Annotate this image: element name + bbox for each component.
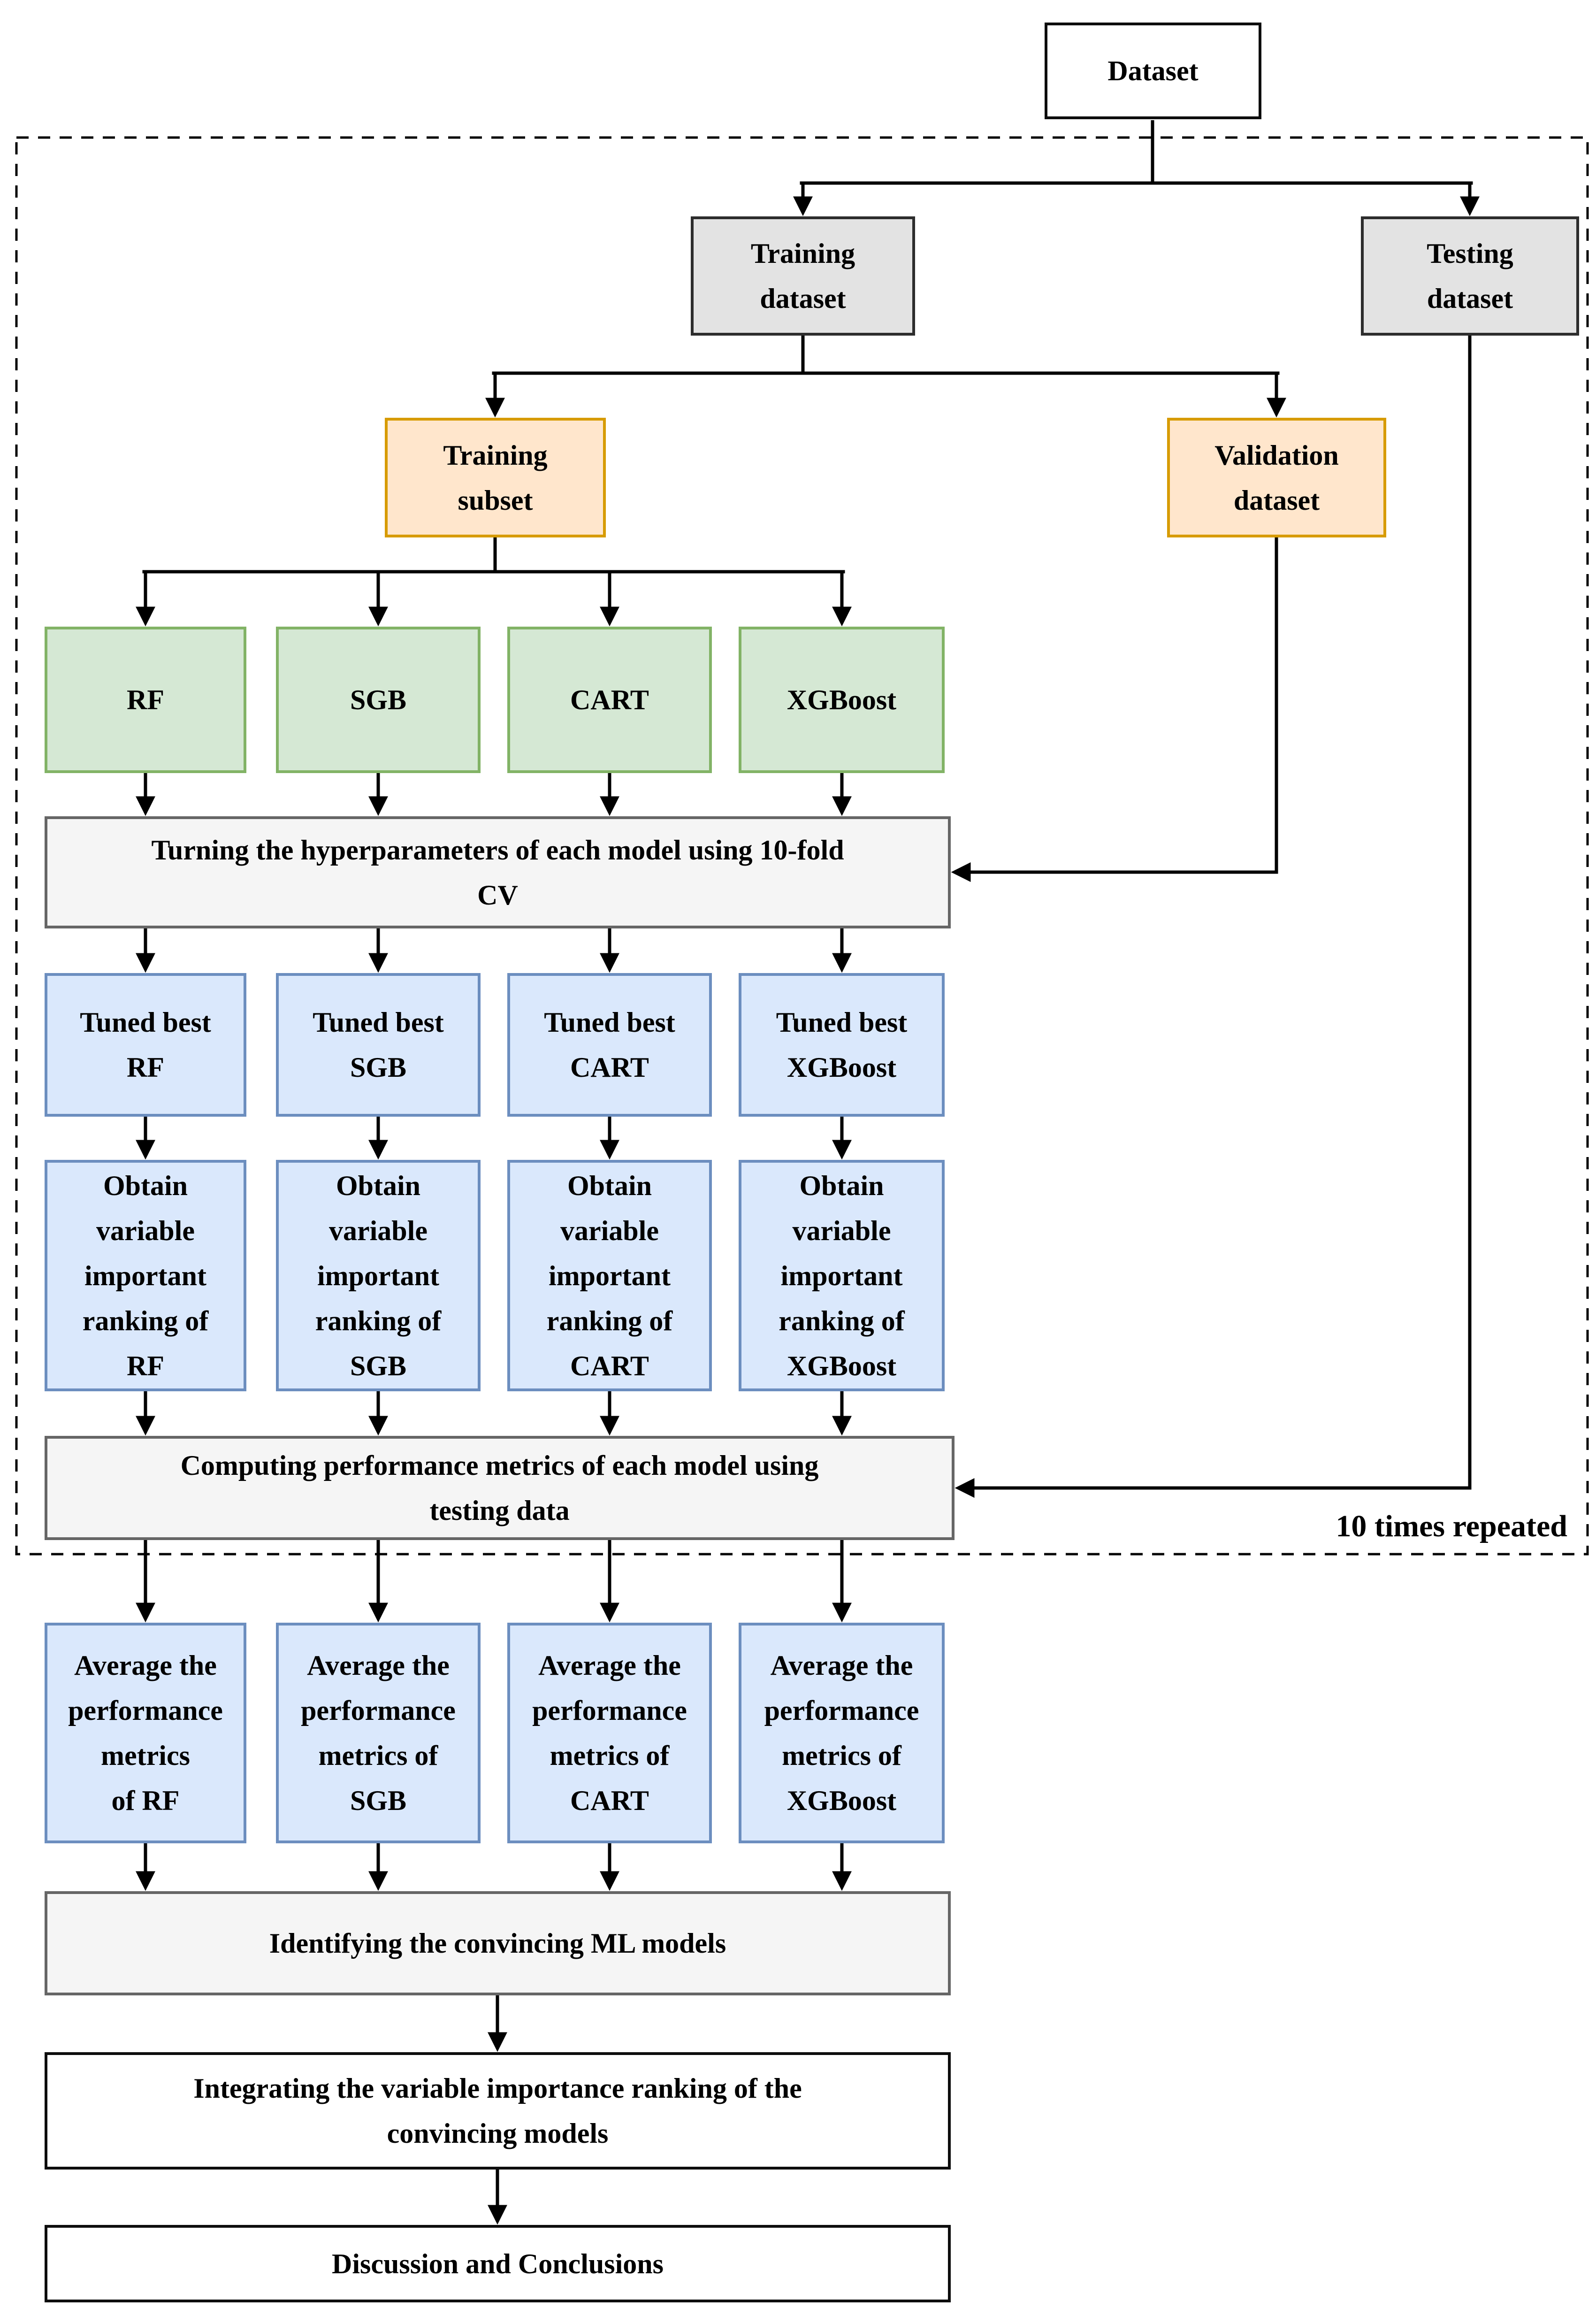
node-training-subset: Training subset bbox=[385, 418, 606, 537]
node-model-rf: RF bbox=[45, 627, 246, 773]
node-dataset: Dataset bbox=[1045, 23, 1261, 119]
node-identifying-models: Identifying the convincing ML models bbox=[45, 1891, 951, 1995]
node-validation-dataset: Validation dataset bbox=[1167, 418, 1386, 537]
node-computing-metrics: Computing performance metrics of each mo… bbox=[45, 1436, 955, 1540]
node-tuned-rf: Tuned best RF bbox=[45, 973, 246, 1117]
node-discussion-conclusions: Discussion and Conclusions bbox=[45, 2225, 951, 2302]
node-model-sgb: SGB bbox=[276, 627, 481, 773]
node-tuned-xgboost: Tuned best XGBoost bbox=[739, 973, 945, 1117]
node-ranking-rf: Obtain variable important ranking of RF bbox=[45, 1160, 246, 1391]
node-ranking-cart: Obtain variable important ranking of CAR… bbox=[507, 1160, 712, 1391]
node-tuned-sgb: Tuned best SGB bbox=[276, 973, 481, 1117]
node-integrating-ranking: Integrating the variable importance rank… bbox=[45, 2052, 951, 2170]
node-tuned-cart: Tuned best CART bbox=[507, 973, 712, 1117]
node-model-xgboost: XGBoost bbox=[739, 627, 945, 773]
node-average-xgboost: Average the performance metrics of XGBoo… bbox=[739, 1623, 945, 1843]
node-ranking-xgboost: Obtain variable important ranking of XGB… bbox=[739, 1160, 945, 1391]
node-average-rf: Average the performance metrics of RF bbox=[45, 1623, 246, 1843]
node-average-cart: Average the performance metrics of CART bbox=[507, 1623, 712, 1843]
node-average-sgb: Average the performance metrics of SGB bbox=[276, 1623, 481, 1843]
node-ranking-sgb: Obtain variable important ranking of SGB bbox=[276, 1160, 481, 1391]
node-testing-dataset: Testing dataset bbox=[1361, 216, 1579, 336]
node-model-cart: CART bbox=[507, 627, 712, 773]
node-training-dataset: Training dataset bbox=[691, 216, 915, 336]
node-tuning-cv: Turning the hyperparameters of each mode… bbox=[45, 816, 951, 928]
repeat-label: 10 times repeated bbox=[1336, 1509, 1567, 1543]
